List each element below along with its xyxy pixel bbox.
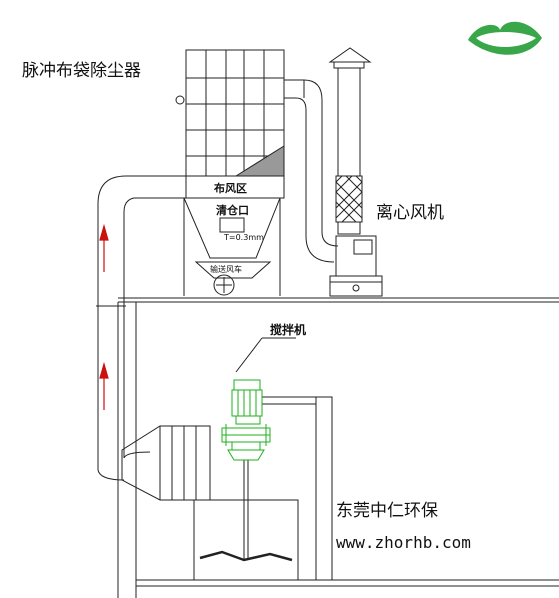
company-name: 东莞中仁环保: [336, 501, 438, 521]
pulse-valve-icon: [175, 95, 185, 105]
cleaning-port-label: 清仓口: [216, 203, 249, 217]
outlet-duct: [284, 79, 339, 263]
tiny-spec-label: T=0.3mm: [223, 233, 264, 242]
company-logo: ZR HB: [468, 21, 542, 55]
website-url[interactable]: www.zhorhb.com: [336, 533, 471, 552]
suction-hood: [121, 425, 211, 501]
centrifugal-fan-label: 离心风机: [376, 203, 444, 223]
filter-bag-grid: [175, 49, 285, 177]
logo-leaf-inner: [476, 32, 536, 47]
flow-arrows: [99, 223, 109, 410]
mixing-tank: [193, 460, 299, 581]
mixer-label: 搅拌机: [270, 322, 306, 337]
distribution-hopper: 布风区 清仓口 T=0.3mm 输送风车: [183, 175, 285, 296]
conveyor-label: 输送风车: [210, 264, 242, 274]
dust-collector-label: 脉冲布袋除尘器: [22, 61, 141, 81]
distribution-zone-label: 布风区: [214, 181, 247, 195]
logo-suffix: HB: [513, 39, 523, 46]
hatched-plenum: [234, 145, 285, 177]
main-duct: [96, 175, 186, 481]
logo-text: ZR: [490, 31, 510, 48]
rotary-valve-icon: [213, 274, 235, 296]
basement-structure: [117, 302, 559, 598]
fan-assembly: [328, 47, 383, 297]
mixer-machine: 搅拌机: [221, 322, 306, 461]
